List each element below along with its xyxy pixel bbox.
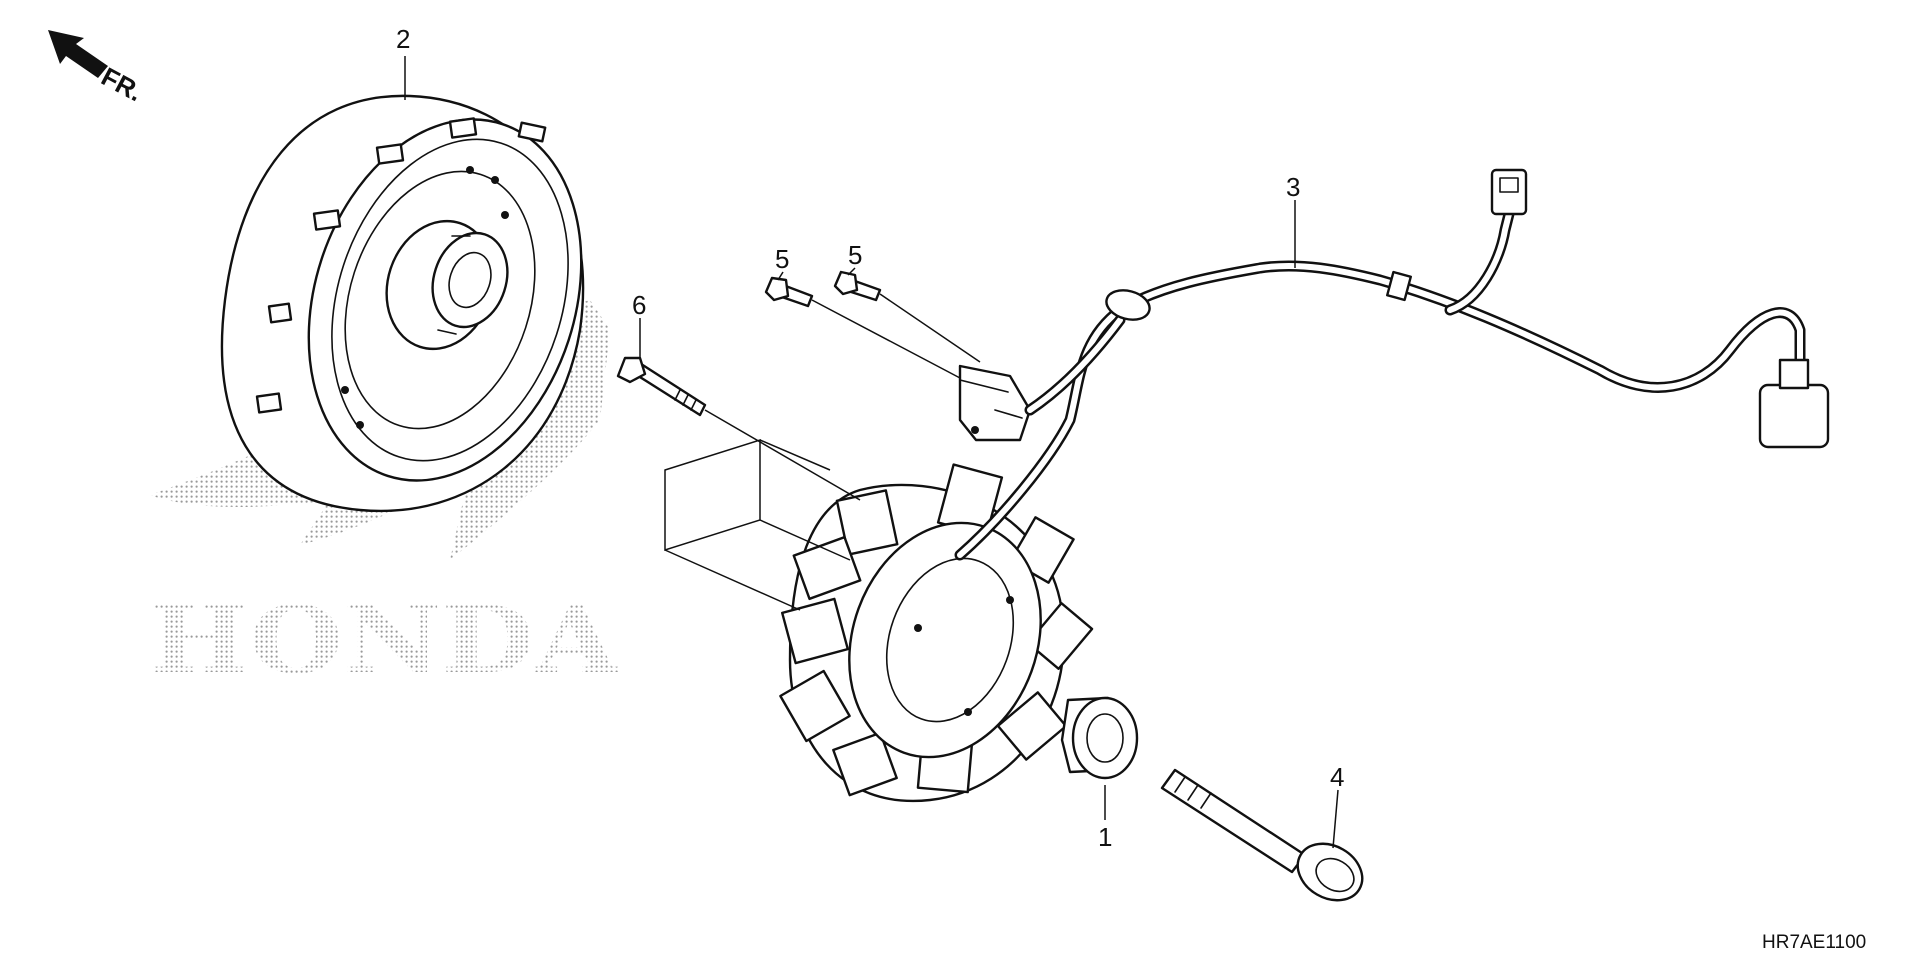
callout-stator-wiring: 3 <box>1286 172 1300 202</box>
direction-arrow-icon <box>48 30 108 78</box>
stator-collar <box>1060 696 1139 780</box>
front-direction-indicator: FR. <box>48 30 148 107</box>
callout-bolt-a: 5 <box>775 244 789 274</box>
pickup-sensor <box>958 364 1032 442</box>
upper-connector <box>1490 168 1528 216</box>
pulser-bolt-a <box>764 276 814 308</box>
stator-bolt <box>616 356 707 417</box>
stator-wiring <box>954 168 1830 561</box>
pulser-bolt-b <box>833 270 882 302</box>
stator <box>779 463 1094 803</box>
watermark-wordmark: HONDA <box>148 586 620 694</box>
callout-bolt-b: 5 <box>848 240 862 270</box>
flange-bolt <box>1160 768 1364 902</box>
right-connector <box>1758 358 1830 449</box>
callout-flywheel: 2 <box>396 24 410 54</box>
callout-stator-bolt: 6 <box>632 290 646 320</box>
flywheel <box>220 94 585 513</box>
leader-lines <box>404 56 1339 849</box>
callout-stator-collar: 1 <box>1098 822 1112 852</box>
diagram-code: HR7AE1100 <box>1762 932 1866 953</box>
callout-flange-bolt: 4 <box>1330 762 1344 792</box>
